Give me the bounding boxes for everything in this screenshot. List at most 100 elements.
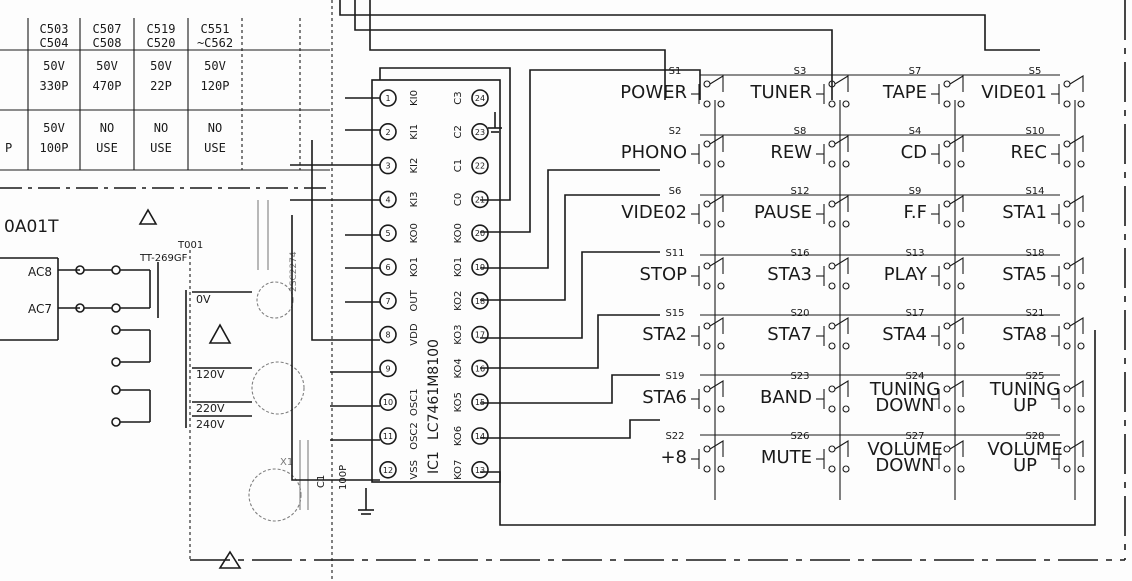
switch-label: STA4: [882, 324, 927, 345]
ic-pin-name: KO7: [453, 460, 464, 480]
switch-id: S6: [669, 186, 682, 197]
table-cell: 120P: [201, 79, 230, 93]
ic-pin-number: 15: [475, 398, 485, 407]
table-cell: C551: [201, 22, 230, 36]
transformer-ref: T001: [177, 240, 203, 251]
ic-pin: [471, 156, 489, 175]
switch-label: STA5: [1002, 264, 1047, 285]
switch-id: S1: [669, 66, 682, 77]
table-cell: C520: [147, 36, 176, 50]
switch-id: S28: [1025, 431, 1044, 442]
table-cell: NO: [154, 121, 168, 135]
ic-pin-name: C3: [453, 91, 464, 104]
ic-pin: [471, 427, 489, 445]
ic-pin-name: KI3: [409, 191, 420, 207]
transformer-tap-label: 240V: [196, 418, 225, 431]
switch-id: S7: [909, 66, 922, 77]
switch-id: S20: [790, 308, 809, 319]
ic-pin: [471, 224, 489, 242]
ic-pin-number: 21: [475, 195, 485, 204]
ic-pin: [471, 460, 489, 479]
transformer-part: TT-269GF: [139, 253, 188, 264]
ic-pin-number: 20: [475, 229, 485, 238]
switch-label: STA2: [642, 324, 687, 345]
ic-pin: [471, 359, 489, 378]
ic-pin-number: 24: [475, 94, 485, 103]
switch-label: F.F: [903, 202, 927, 223]
transformer-block: [0, 208, 252, 569]
ic-pin-number: 1: [385, 94, 390, 103]
switch-id: S2: [669, 126, 682, 137]
transistor-part: 2SC2274: [289, 251, 299, 292]
ic-pin-number: 11: [383, 432, 393, 441]
ic-pin-name: KO2: [453, 291, 464, 311]
switch-label: VIDE01: [981, 82, 1047, 103]
ic-pin: [471, 291, 489, 310]
transformer-tap-label: 220V: [196, 402, 225, 415]
table-cell: 330P: [40, 79, 69, 93]
transformer-tap-label: 0V: [196, 293, 211, 306]
capacitor-value: 100P: [338, 465, 349, 490]
ic-pin-name: KO5: [453, 392, 464, 412]
switch-label: POWER: [620, 82, 687, 103]
ic-pin-number: 3: [385, 162, 390, 171]
switch-label: STA8: [1002, 324, 1047, 345]
ic-pin-number: 10: [383, 398, 393, 407]
switch-matrix-grid: [700, 74, 1076, 500]
switch-id: S9: [909, 186, 922, 197]
table-cell: 50V: [43, 59, 65, 73]
switch-label: REW: [770, 142, 812, 163]
ic-pin-number: 8: [385, 331, 390, 340]
table-cell: C519: [147, 22, 176, 36]
switch-id: S19: [665, 371, 684, 382]
ic-pin-name: KO6: [453, 426, 464, 446]
switch-id: S5: [1029, 66, 1042, 77]
switch-id: S24: [905, 371, 924, 382]
ic-pin-name: OSC1: [409, 388, 420, 416]
switch-id: S11: [665, 248, 684, 259]
ic-body: [371, 79, 501, 483]
ic-pin: [471, 190, 489, 209]
ic-pin: [379, 359, 397, 378]
ic-pin: [379, 291, 397, 310]
crystal-ref: X1: [280, 457, 293, 468]
ac-input-label: AC8: [28, 265, 52, 279]
ic-pin-name: OUT: [409, 289, 420, 311]
switch-id: S23: [790, 371, 809, 382]
table-cell: C504: [40, 36, 69, 50]
ic-pin-name: KO0: [453, 223, 464, 243]
switch-id: S10: [1025, 126, 1044, 137]
ic-pin-name: VSS: [409, 460, 420, 480]
capacitor-ref: C1: [316, 475, 327, 488]
table-cell: C508: [93, 36, 122, 50]
table-cell: USE: [204, 141, 226, 155]
ic-pin-name: KO3: [453, 324, 464, 344]
switch-id: S22: [665, 431, 684, 442]
ic-pin-number: 7: [385, 297, 390, 306]
ic-pin: [379, 393, 397, 412]
ic-pin: [379, 89, 397, 107]
switch-label: STOP: [640, 264, 688, 285]
matrix-wiring: [290, 0, 1096, 526]
ic-pin-name: C1: [453, 159, 464, 172]
